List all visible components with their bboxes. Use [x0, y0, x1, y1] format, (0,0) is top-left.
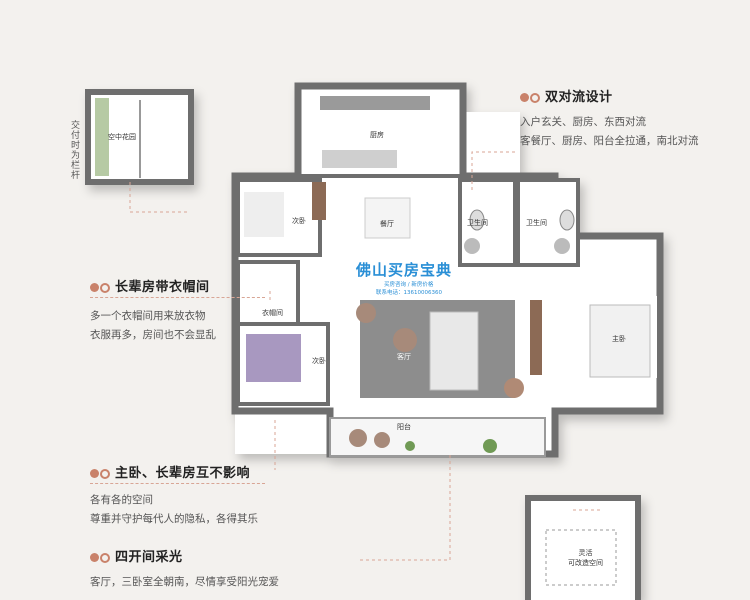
callout-line: 尊重并守护每代人的隐私，各得其乐 — [90, 513, 258, 525]
callout-line: 客厅，三卧室全朝南，尽情享受阳光宠爱 — [90, 576, 279, 588]
callout-line: 衣服再多，房间也不会显乱 — [90, 329, 216, 341]
bullet-ring-icon — [530, 92, 540, 103]
room-label-garden: 空中花园 — [108, 133, 136, 141]
callout-cloakroom: 长辈房带衣帽间 多一个衣帽间用来放衣物 衣服再多，房间也不会显乱 — [90, 276, 265, 345]
main-apartment — [231, 82, 664, 458]
callout-title: 双对流设计 — [545, 90, 613, 105]
flex-block — [525, 495, 641, 600]
room-label-bath1: 卫生间 — [467, 219, 488, 227]
room-label-bedroom3: 次卧 — [312, 357, 326, 365]
bullet-dot-icon — [520, 93, 529, 102]
callout-line: 客餐厅、厨房、阳台全拉通，南北对流 — [520, 135, 699, 147]
bullet-dot-icon — [90, 553, 99, 562]
callout-title: 四开间采光 — [115, 550, 183, 565]
divider — [90, 483, 265, 484]
bullet-dot-icon — [90, 283, 99, 292]
bullet-dot-icon — [90, 469, 99, 478]
railing-note: 交付时为栏杆 — [69, 120, 79, 180]
watermark-line1: 买房咨询 / 新房价格 — [384, 282, 434, 288]
bullet-ring-icon — [100, 282, 110, 293]
callout-line: 入户玄关、厨房、东西对流 — [520, 116, 646, 128]
room-label-flex: 灵活 可改造空间 — [568, 549, 603, 567]
callout-ventilation: 双对流设计 入户玄关、厨房、东西对流 客餐厅、厨房、阳台全拉通，南北对流 — [520, 86, 699, 151]
callout-daylight: 四开间采光 客厅，三卧室全朝南，尽情享受阳光宠爱 — [90, 546, 279, 592]
room-label-balcony: 阳台 — [397, 423, 411, 431]
bullet-ring-icon — [100, 468, 110, 479]
room-label-bath2: 卫生间 — [526, 219, 547, 227]
garden-block — [85, 89, 194, 185]
divider — [90, 297, 265, 298]
room-label-kitchen: 厨房 — [370, 131, 384, 139]
callout-line: 各有各的空间 — [90, 494, 153, 506]
watermark-line2: 联系电话：13610006360 — [376, 290, 442, 296]
callout-privacy: 主卧、长辈房互不影响 各有各的空间 尊重并守护每代人的隐私，各得其乐 — [90, 462, 265, 529]
room-label-cloakroom: 衣帽间 — [262, 309, 283, 317]
callout-line: 多一个衣帽间用来放衣物 — [90, 310, 206, 322]
room-label-dining: 餐厅 — [380, 220, 394, 228]
bullet-ring-icon — [100, 552, 110, 563]
callout-title: 长辈房带衣帽间 — [115, 280, 210, 295]
callout-title: 主卧、长辈房互不影响 — [115, 466, 251, 481]
watermark-title: 佛山买房宝典 — [356, 261, 453, 279]
room-label-living: 客厅 — [397, 353, 411, 361]
room-label-master: 主卧 — [612, 335, 626, 343]
room-label-bedroom2: 次卧 — [292, 217, 306, 225]
